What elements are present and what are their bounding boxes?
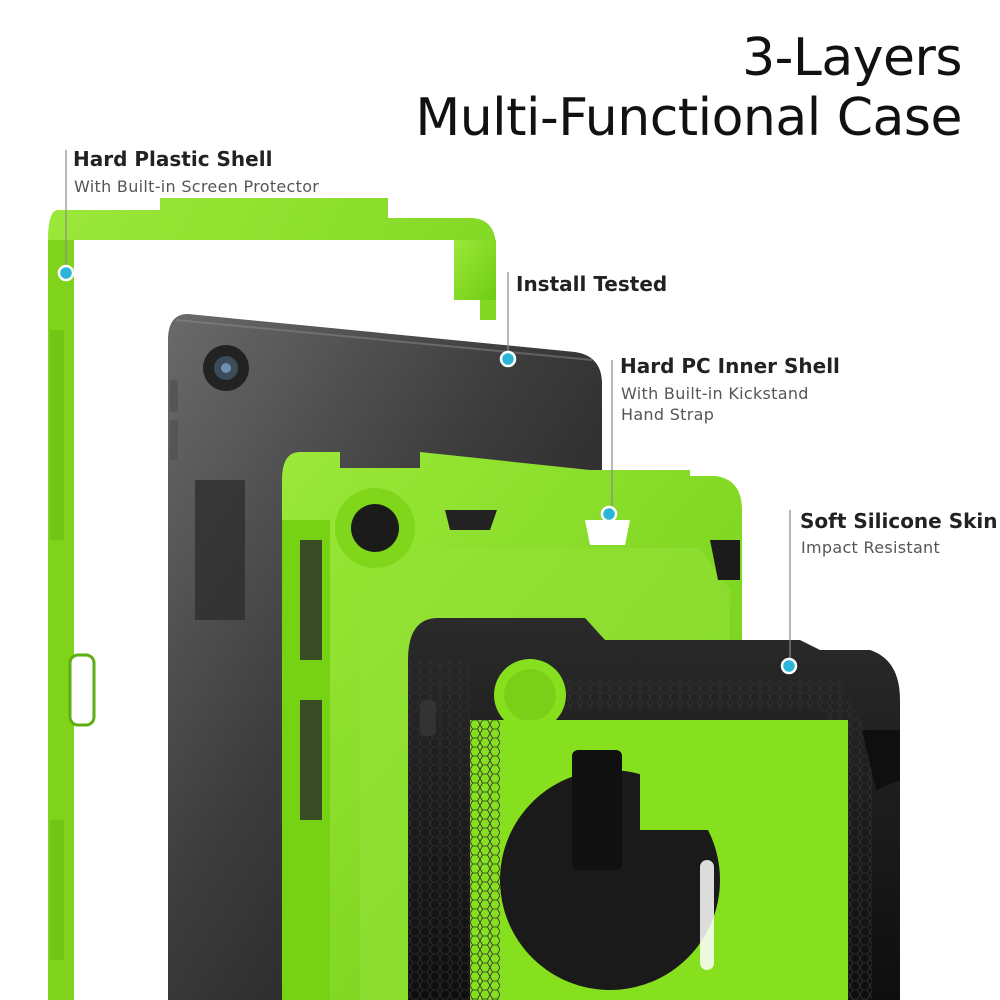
- headline-line-2: Multi-Functional Case: [415, 88, 962, 148]
- screen-protector: [60, 240, 480, 320]
- callout-hard-plastic-shell-sub: With Built-in Screen Protector: [74, 177, 320, 196]
- callout-hard-pc-inner-shell-sub-1: With Built-in Kickstand: [621, 384, 809, 403]
- callout-hard-pc-inner-shell-label: Hard PC Inner Shell: [620, 354, 840, 378]
- soft-silicone-skin-layer: [408, 618, 900, 1000]
- callout-soft-silicone-skin-label: Soft Silicone Skin: [800, 509, 998, 533]
- callout-soft-silicone-skin-sub: Impact Resistant: [801, 538, 941, 557]
- callout-dot: [57, 264, 75, 282]
- callout-hard-plastic-shell-label: Hard Plastic Shell: [73, 147, 273, 171]
- hard-plastic-shell-layer: [48, 198, 496, 1000]
- callout-dot: [499, 350, 517, 368]
- callout-dot: [780, 657, 798, 675]
- callout-dot: [600, 505, 618, 523]
- callout-pointers: [57, 150, 798, 675]
- kickstand: [572, 750, 622, 870]
- callout-install-tested-label: Install Tested: [516, 272, 668, 296]
- headline-line-1: 3-Layers: [742, 28, 962, 88]
- callout-hard-pc-inner-shell-sub-2: Hand Strap: [621, 405, 715, 424]
